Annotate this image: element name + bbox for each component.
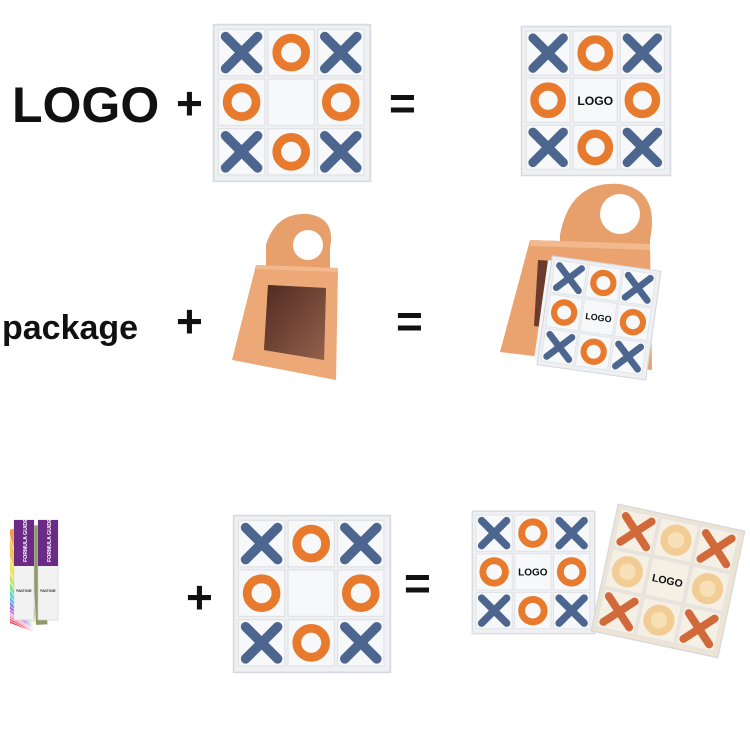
formula-guide-text: FORMULA GUIDE [23,518,29,562]
o-piece [518,518,548,548]
logo-label: LOGO [12,77,160,133]
formula-guide-book: FORMULA GUIDE PANTONE [37,518,59,621]
board-cell [267,78,316,127]
x-piece [477,594,511,627]
x-piece [599,592,639,632]
plus-sign-1: + [176,77,203,129]
o-piece [577,129,614,166]
x-piece [622,127,663,168]
logo-text: LOGO [518,568,548,579]
plus-sign-2: + [176,295,203,347]
custom-color-board-wood: LOGO [590,503,747,660]
x-piece [543,330,576,363]
logo-text: LOGO [577,94,613,108]
x-piece [240,622,283,664]
x-piece [340,622,382,664]
o-piece [660,524,692,556]
x-piece [696,529,736,569]
x-piece [240,522,283,565]
x-piece [622,33,663,73]
hanging-package-box [228,210,354,380]
x-piece [612,340,645,373]
x-piece [552,262,585,295]
logo-text: LOGO [651,572,684,590]
o-piece [580,338,607,365]
o-piece [643,604,675,636]
o-piece [577,35,614,71]
x-piece [320,31,362,74]
x-piece [616,512,656,552]
formula-guide-book: FORMULA GUIDE PANTONE [13,518,35,621]
o-piece [619,309,647,336]
o-piece [322,83,360,121]
o-piece [518,595,548,626]
x-piece [555,516,588,550]
x-piece [320,131,362,173]
x-piece [220,31,263,74]
plus-sign-3: + [186,571,213,623]
tic-tac-toe-board-plain-2 [232,514,392,674]
tic-tac-toe-board-plain [212,22,372,184]
pantone-color-swatch-fan: FORMULA GUIDE PANTONE FORMULA GUIDE PANTONE [10,518,170,638]
board-cell [579,298,618,337]
board-cell [514,553,552,591]
x-piece [220,131,263,173]
o-piece [272,33,310,72]
x-piece [528,33,568,73]
board-cell [572,77,618,123]
o-piece [222,83,261,121]
x-piece [621,271,654,304]
o-piece [530,82,566,119]
o-piece [611,556,643,588]
x-piece [528,127,568,168]
x-piece [679,609,719,649]
o-piece [590,269,617,297]
board-cell [644,556,691,604]
package-label: package [2,309,139,347]
o-piece [272,133,310,171]
logo-text: LOGO [585,311,613,325]
o-piece [624,82,661,119]
o-piece [342,574,380,612]
tic-tac-toe-board-with-logo: LOGO [516,25,676,177]
o-piece [292,624,330,662]
o-piece [556,557,587,587]
x-piece [555,594,588,627]
formula-guide-text: FORMULA GUIDE [47,518,53,562]
o-piece [292,524,330,563]
x-piece [477,516,511,550]
o-piece [479,557,509,587]
board-cell [287,569,336,618]
equals-sign-1: = [389,77,416,129]
o-piece [550,299,578,326]
equals-sign-2: = [396,295,423,347]
x-piece [340,522,382,565]
equals-sign-3: = [404,557,431,609]
o-piece [242,574,281,612]
pantone-brand-text: PANTONE [16,589,31,593]
pantone-brand-text: PANTONE [40,589,55,593]
custom-color-board-blue-orange: LOGO [467,510,600,635]
packaged-board-grid: LOGO [536,255,662,381]
o-piece [692,573,724,605]
